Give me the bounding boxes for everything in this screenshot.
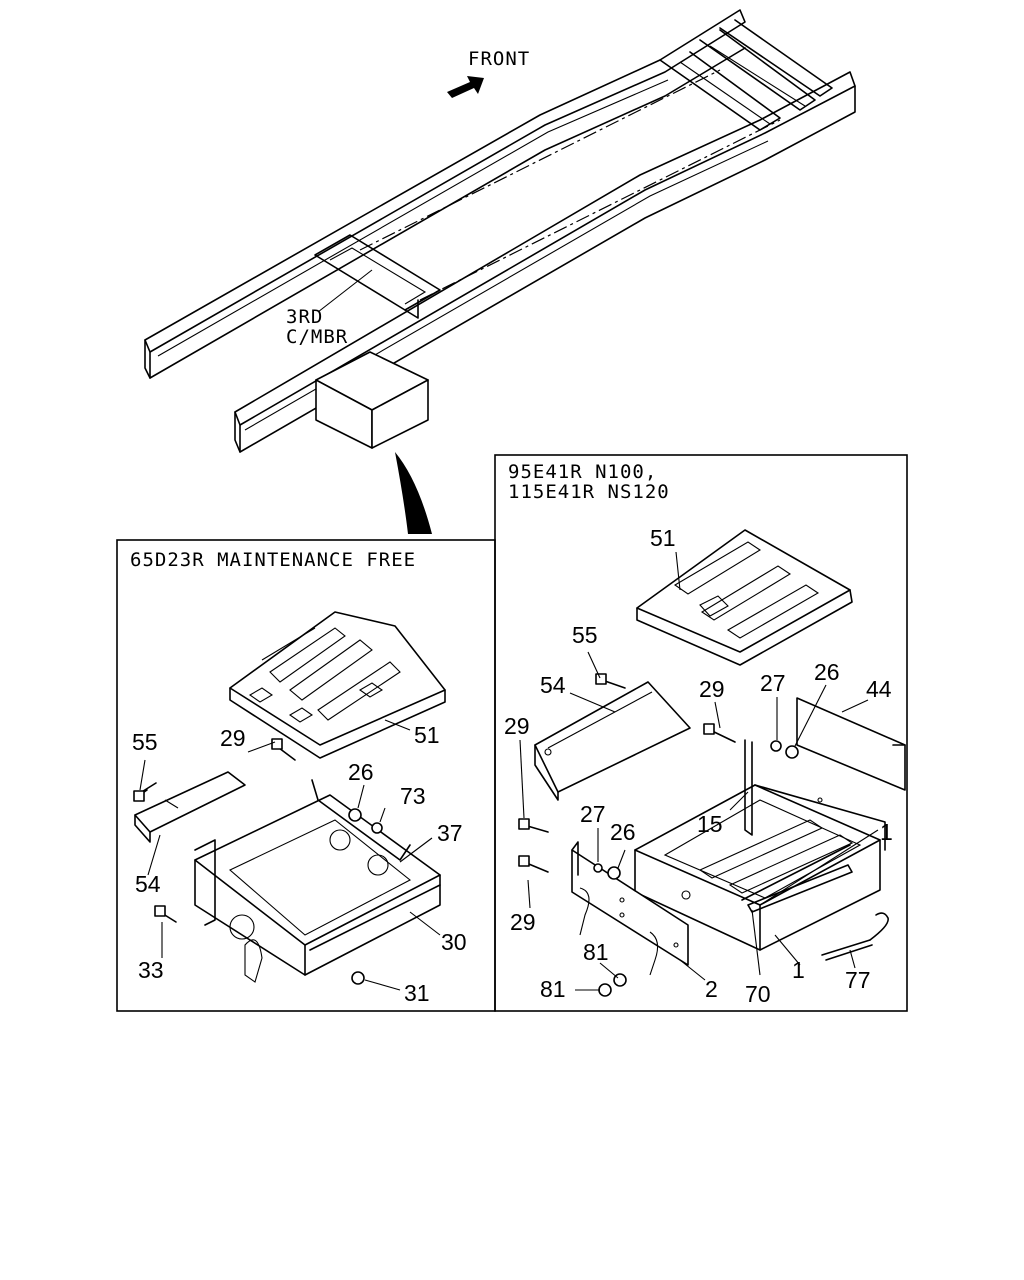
left-panel-title: 65D23R MAINTENANCE FREE [130,549,416,571]
callout-2-right: 2 [705,976,718,1002]
callout-29-left: 29 [220,725,246,751]
right-panel-title-line2: 115E41R NS120 [508,481,670,503]
callout-77-right: 77 [845,967,871,993]
callout-1-right-bottom: 1 [792,957,805,983]
callout-27-right-mid: 27 [580,801,606,827]
callout-51-right: 51 [650,525,676,551]
rod-70 [747,864,853,913]
callout-37-left: 37 [437,820,463,846]
callout-26-right-mid: 26 [610,819,636,845]
leaders-left [139,719,441,991]
side-plate-2-right [571,841,689,976]
leaders-right [519,551,879,991]
callout-1-right-top: 1 [880,819,893,845]
callout-29-right-bottom: 29 [510,909,536,935]
callout-29-right-top: 29 [699,676,725,702]
crossmember-label-line1: 3RD [286,306,323,328]
hardware-left [133,738,383,985]
callout-55-right: 55 [572,622,598,648]
crossmember-label-line2: C/MBR [286,326,348,348]
callout-31-left: 31 [404,980,430,1006]
front-label: FRONT [468,48,530,70]
chassis-frame [144,9,856,534]
callout-15-right: 15 [697,811,723,837]
battery-cover-right [636,529,853,666]
callout-30-left: 30 [441,929,467,955]
front-direction-arrow [447,76,484,98]
callout-70-right: 70 [745,981,771,1007]
left-detail-panel: 65D23R MAINTENANCE FREE [116,539,496,1012]
bracket-54-right [534,681,691,801]
callout-73-left: 73 [400,783,426,809]
battery-tray-right [634,739,886,951]
battery-tray-left [194,779,441,983]
callout-55-left: 55 [132,729,158,755]
battery-cover-left [229,611,446,759]
right-panel-title-line1: 95E41R N100, [508,461,657,483]
callout-27-right-top: 27 [760,670,786,696]
callout-81-right-upper: 81 [583,939,609,965]
bracket-54-left [134,771,246,843]
callout-51-left: 51 [414,722,440,748]
j-bolt-77 [821,912,889,961]
callout-54-left: 54 [135,871,161,897]
callout-26-right-top: 26 [814,659,840,685]
plate-44-right [796,697,906,791]
hardware-right [518,673,799,997]
callout-26-left: 26 [348,759,374,785]
right-detail-panel: 95E41R N100, 115E41R NS120 [494,454,908,1012]
callout-33-left: 33 [138,957,164,983]
callout-29-right-mid: 29 [504,713,530,739]
callout-81-right-lower: 81 [540,976,566,1002]
callout-44-right: 44 [866,676,892,702]
callout-54-right: 54 [540,672,566,698]
